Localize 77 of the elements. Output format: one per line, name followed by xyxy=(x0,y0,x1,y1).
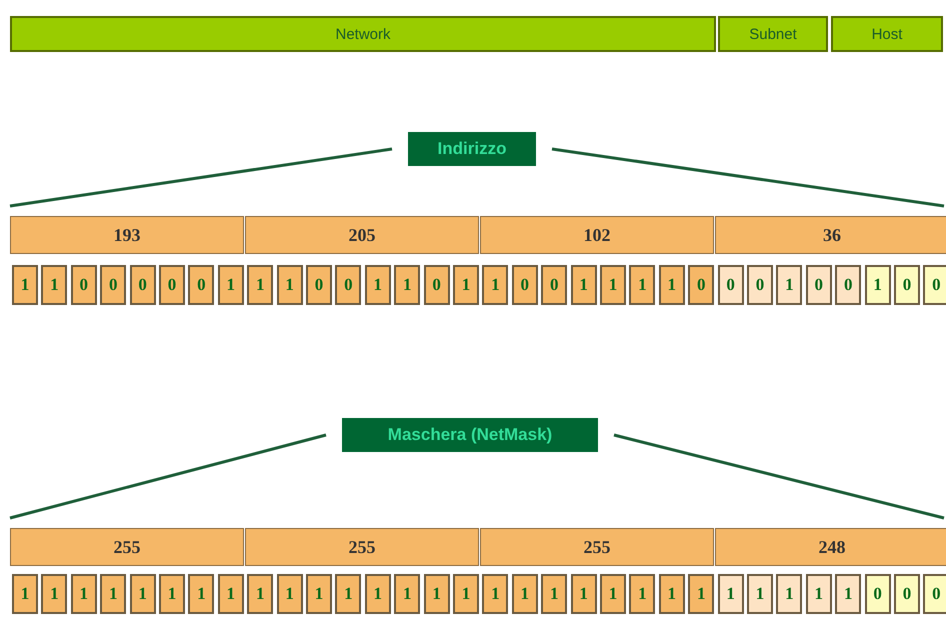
bit-cell: 0 xyxy=(335,265,362,305)
bit-cell: 0 xyxy=(130,265,156,305)
bit-cell: 1 xyxy=(482,265,508,305)
octet-value: 205 xyxy=(245,216,479,254)
bit-cell: 0 xyxy=(188,265,214,305)
bit-cell: 1 xyxy=(482,574,508,614)
bit-cell: 0 xyxy=(159,265,185,305)
bit-cell: 0 xyxy=(835,265,862,305)
bit-cell: 1 xyxy=(306,574,332,614)
bit-cell: 1 xyxy=(188,574,214,614)
bit-cell: 0 xyxy=(864,574,891,614)
bit-cell: 1 xyxy=(130,574,156,614)
bit-cell: 0 xyxy=(70,265,97,305)
bit-cell: 0 xyxy=(688,265,714,305)
bit-cell: 1 xyxy=(335,574,362,614)
bit-cell: 1 xyxy=(364,574,391,614)
bit-cell: 0 xyxy=(100,265,126,305)
bit-cell: 1 xyxy=(218,265,244,305)
bit-cell: 1 xyxy=(247,265,274,305)
bit-cell: 0 xyxy=(306,265,332,305)
bit-cell: 0 xyxy=(806,265,832,305)
bit-cell: 1 xyxy=(453,574,479,614)
bit-cell: 1 xyxy=(12,574,38,614)
bit-cell: 1 xyxy=(747,574,773,614)
bit-cell: 1 xyxy=(12,265,38,305)
octet-value: 102 xyxy=(480,216,714,254)
bit-cell: 0 xyxy=(923,265,946,305)
bit-cell: 1 xyxy=(218,574,244,614)
bit-cell: 1 xyxy=(100,574,126,614)
bit-cell: 1 xyxy=(424,574,450,614)
octet-value: 255 xyxy=(10,528,244,566)
bit-cell: 1 xyxy=(629,265,656,305)
bit-cell: 1 xyxy=(394,574,420,614)
bit-cell: 1 xyxy=(864,265,891,305)
bit-cell: 0 xyxy=(894,265,920,305)
bit-cell: 1 xyxy=(70,574,97,614)
bit-cell: 1 xyxy=(776,265,802,305)
bit-cell: 1 xyxy=(600,574,626,614)
bit-cell: 0 xyxy=(923,574,946,614)
bit-cell: 0 xyxy=(512,265,538,305)
section-label: Indirizzo xyxy=(408,132,536,166)
bit-cell: 1 xyxy=(600,265,626,305)
bit-cell: 1 xyxy=(276,574,303,614)
bit-cell: 1 xyxy=(629,574,656,614)
host-bar: Host xyxy=(831,16,943,52)
bit-cell: 1 xyxy=(718,574,744,614)
bit-cell: 1 xyxy=(776,574,802,614)
bit-cell: 1 xyxy=(658,265,685,305)
bit-cell: 0 xyxy=(541,265,568,305)
bit-cell: 1 xyxy=(394,265,420,305)
bit-cell: 1 xyxy=(541,574,568,614)
subnet-bar: Subnet xyxy=(718,16,828,52)
bit-cell: 1 xyxy=(512,574,538,614)
octet-value: 193 xyxy=(10,216,244,254)
octet-value: 255 xyxy=(480,528,714,566)
bit-cell: 1 xyxy=(570,265,597,305)
bit-cell: 1 xyxy=(688,574,714,614)
bit-cell: 1 xyxy=(159,574,185,614)
bit-cell: 1 xyxy=(364,265,391,305)
bit-cell: 1 xyxy=(276,265,303,305)
octet-value: 255 xyxy=(245,528,479,566)
bit-cell: 1 xyxy=(453,265,479,305)
bit-cell: 1 xyxy=(41,574,68,614)
bit-cell: 0 xyxy=(747,265,773,305)
bit-cell: 1 xyxy=(806,574,832,614)
octet-value: 36 xyxy=(715,216,946,254)
bit-cell: 0 xyxy=(894,574,920,614)
bit-cell: 0 xyxy=(424,265,450,305)
bit-cell: 0 xyxy=(718,265,744,305)
octet-value: 248 xyxy=(715,528,946,566)
bit-cell: 1 xyxy=(570,574,597,614)
bit-cell: 1 xyxy=(835,574,862,614)
bit-cell: 1 xyxy=(247,574,274,614)
bit-cell: 1 xyxy=(658,574,685,614)
section-label: Maschera (NetMask) xyxy=(342,418,598,452)
bit-cell: 1 xyxy=(41,265,68,305)
network-bar: Network xyxy=(10,16,716,52)
